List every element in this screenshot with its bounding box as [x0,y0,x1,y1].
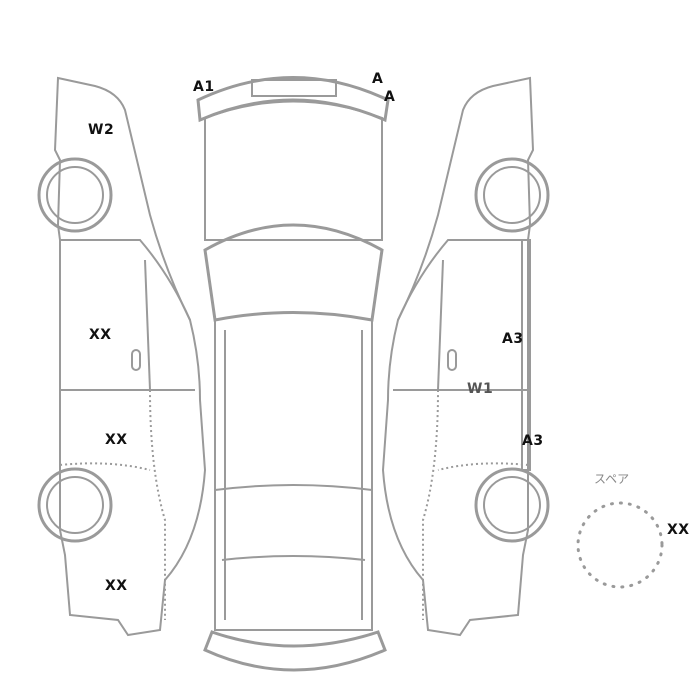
label-w1: W1 [467,381,494,397]
label-a1: A1 [193,79,215,95]
label-spare-tire: XX [667,522,690,538]
label-a3-door: A3 [502,331,524,347]
label-left-front-door: XX [89,327,112,343]
label-a-2: A [384,89,396,105]
top-view [196,76,390,672]
spare-label: スペア [594,472,630,486]
right-side-view [381,76,550,637]
label-left-rear-quarter: XX [105,578,128,594]
label-a-1: A [372,71,384,87]
spare-tire-outline [576,501,664,589]
label-w2: W2 [88,122,115,138]
label-left-rear-door: XX [105,432,128,448]
label-a3-rocker: A3 [522,433,544,449]
left-side-view [37,76,207,637]
